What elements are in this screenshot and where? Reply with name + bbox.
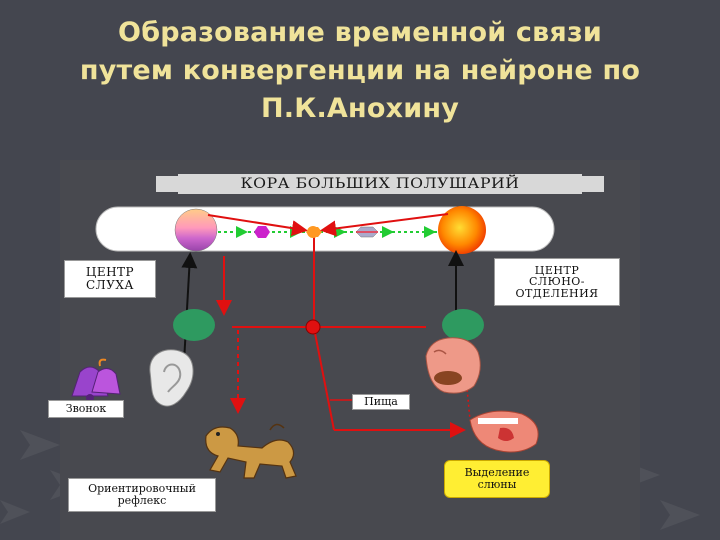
mouth-icon <box>469 410 539 453</box>
salivation-center-line-2: СЛЮНО- <box>528 275 586 289</box>
title-line-2: путем конвергенции на нейроне по <box>79 55 641 86</box>
ear-icon <box>149 349 194 407</box>
salivation-subcortical-node <box>442 309 484 341</box>
orienting-reflex-label: Ориентировочный рефлекс <box>68 478 216 512</box>
food-label: Пища <box>352 394 410 410</box>
hearing-center-line-1: ЦЕНТР <box>85 265 135 280</box>
bell-label: Звонок <box>48 400 124 418</box>
salivation-cortex-neuron <box>438 206 486 254</box>
hearing-center-label: ЦЕНТР СЛУХА <box>64 260 156 298</box>
saliva-line-1: Выделение <box>464 466 530 480</box>
auditory-cortex-neuron <box>174 208 218 252</box>
convergence-lines <box>207 213 466 438</box>
cortical-convergence-dot <box>307 226 319 238</box>
salivation-center-label: ЦЕНТР СЛЮНО- ОТДЕЛЕНИЯ <box>494 258 620 306</box>
hearing-center-line-2: СЛУХА <box>86 278 134 292</box>
salivation-center-line-1: ЦЕНТР <box>534 263 580 277</box>
cortical-neuron-1 <box>254 226 270 238</box>
saliva-label: Выделение слюны <box>444 460 550 498</box>
head-icon <box>425 337 481 394</box>
cortex-label: КОРА БОЛЬШИХ ПОЛУШАРИЙ <box>156 176 604 192</box>
hearing-subcortical-node <box>173 309 215 341</box>
dog-icon <box>205 423 297 479</box>
reflex-line-2: рефлекс <box>117 494 167 507</box>
saliva-line-2: слюны <box>477 478 517 491</box>
convergence-neuron <box>305 319 321 335</box>
salivation-center-line-3: ОТДЕЛЕНИЯ <box>515 286 599 300</box>
reflex-line-1: Ориентировочный <box>88 482 196 496</box>
title-line-3: П.К.Анохину <box>260 93 460 124</box>
title-line-1: Образование временной связи <box>118 17 602 48</box>
salivation-dotted-line <box>461 334 471 421</box>
afferent-lines <box>181 250 464 363</box>
slide-title: Образование временной связи путем конвер… <box>40 14 680 128</box>
